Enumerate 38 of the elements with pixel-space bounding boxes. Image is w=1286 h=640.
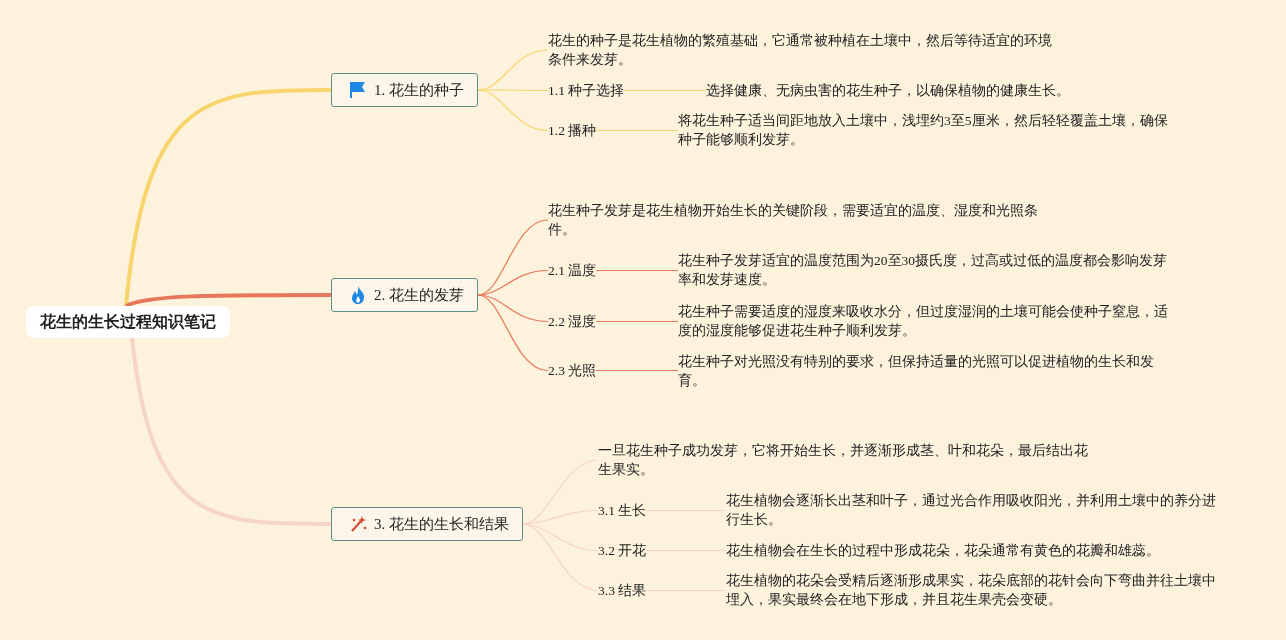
subtopic-label: 3.1 生长	[598, 501, 647, 520]
detail-text: 花生植物的花朵会受精后逐渐形成果实，花朵底部的花针会向下弯曲并往土壤中埋入，果实最终会在地下形成，并且花生果壳会变硬。	[726, 571, 1226, 609]
connector	[595, 369, 679, 372]
subtopic-label: 1.2 播种	[548, 121, 597, 140]
topic-box	[331, 73, 478, 107]
note-text: 花生种子发芽是花生植物开始生长的关键阶段，需要适宜的温度、湿度和光照条件。	[548, 201, 1048, 239]
detail-text: 花生植物会在生长的过程中形成花朵，花朵通常有黄色的花瓣和雄蕊。	[726, 541, 1160, 560]
connector	[595, 320, 679, 323]
connector	[477, 89, 549, 92]
connector	[124, 88, 331, 307]
subtopic-label: 1.1 种子选择	[548, 81, 625, 100]
detail-text: 花生种子发芽适宜的温度范围为20至30摄氏度，过高或过低的温度都会影响发芽率和发芽速度。	[678, 251, 1178, 289]
subtopic-label: 3.3 结果	[598, 581, 647, 600]
topic-box	[331, 278, 478, 312]
connector	[477, 89, 549, 132]
subtopic-label: 2.2 湿度	[548, 312, 597, 331]
note-text: 花生的种子是花生植物的繁殖基础，它通常被种植在土壤中，然后等待适宜的环境条件来发芽。	[548, 31, 1053, 69]
topic-label: 2. 花生的发芽	[374, 285, 464, 305]
title-box: 花生的生长过程知识笔记	[26, 306, 230, 338]
detail-text: 花生植物会逐渐长出茎和叶子，通过光合作用吸收阳光，并利用土壤中的养分进行生长。	[726, 491, 1226, 529]
connector	[125, 293, 331, 308]
connector	[623, 89, 707, 92]
connector	[477, 294, 549, 372]
note-text: 一旦花生种子成功发芽，它将开始生长，并逐渐形成茎、叶和花朵，最后结出花生果实。	[598, 441, 1098, 479]
detail-text: 花生种子需要适度的湿度来吸收水分，但过度湿润的土壤可能会使种子窒息，适度的湿度能够促进花生种子顺利发芽。	[678, 302, 1178, 340]
topic-label: 3. 花生的生长和结果	[374, 514, 509, 534]
detail-text: 花生种子对光照没有特别的要求，但保持适量的光照可以促进植物的生长和发育。	[678, 352, 1163, 390]
subtopic-label: 3.2 开花	[598, 541, 647, 560]
connector	[477, 269, 549, 296]
detail-text: 将花生种子适当间距地放入土壤中，浅埋约3至5厘米，然后轻轻覆盖土壤，确保种子能够顺利发芽。	[678, 111, 1178, 149]
topic-box	[331, 507, 523, 541]
connector	[595, 269, 679, 272]
topic-label: 1. 花生的种子	[374, 80, 464, 100]
connector	[130, 337, 331, 526]
subtopic-label: 2.3 光照	[548, 361, 597, 380]
detail-text: 选择健康、无病虫害的花生种子，以确保植物的健康生长。	[706, 81, 1070, 100]
subtopic-label: 2.1 温度	[548, 261, 597, 280]
connector	[595, 129, 679, 132]
